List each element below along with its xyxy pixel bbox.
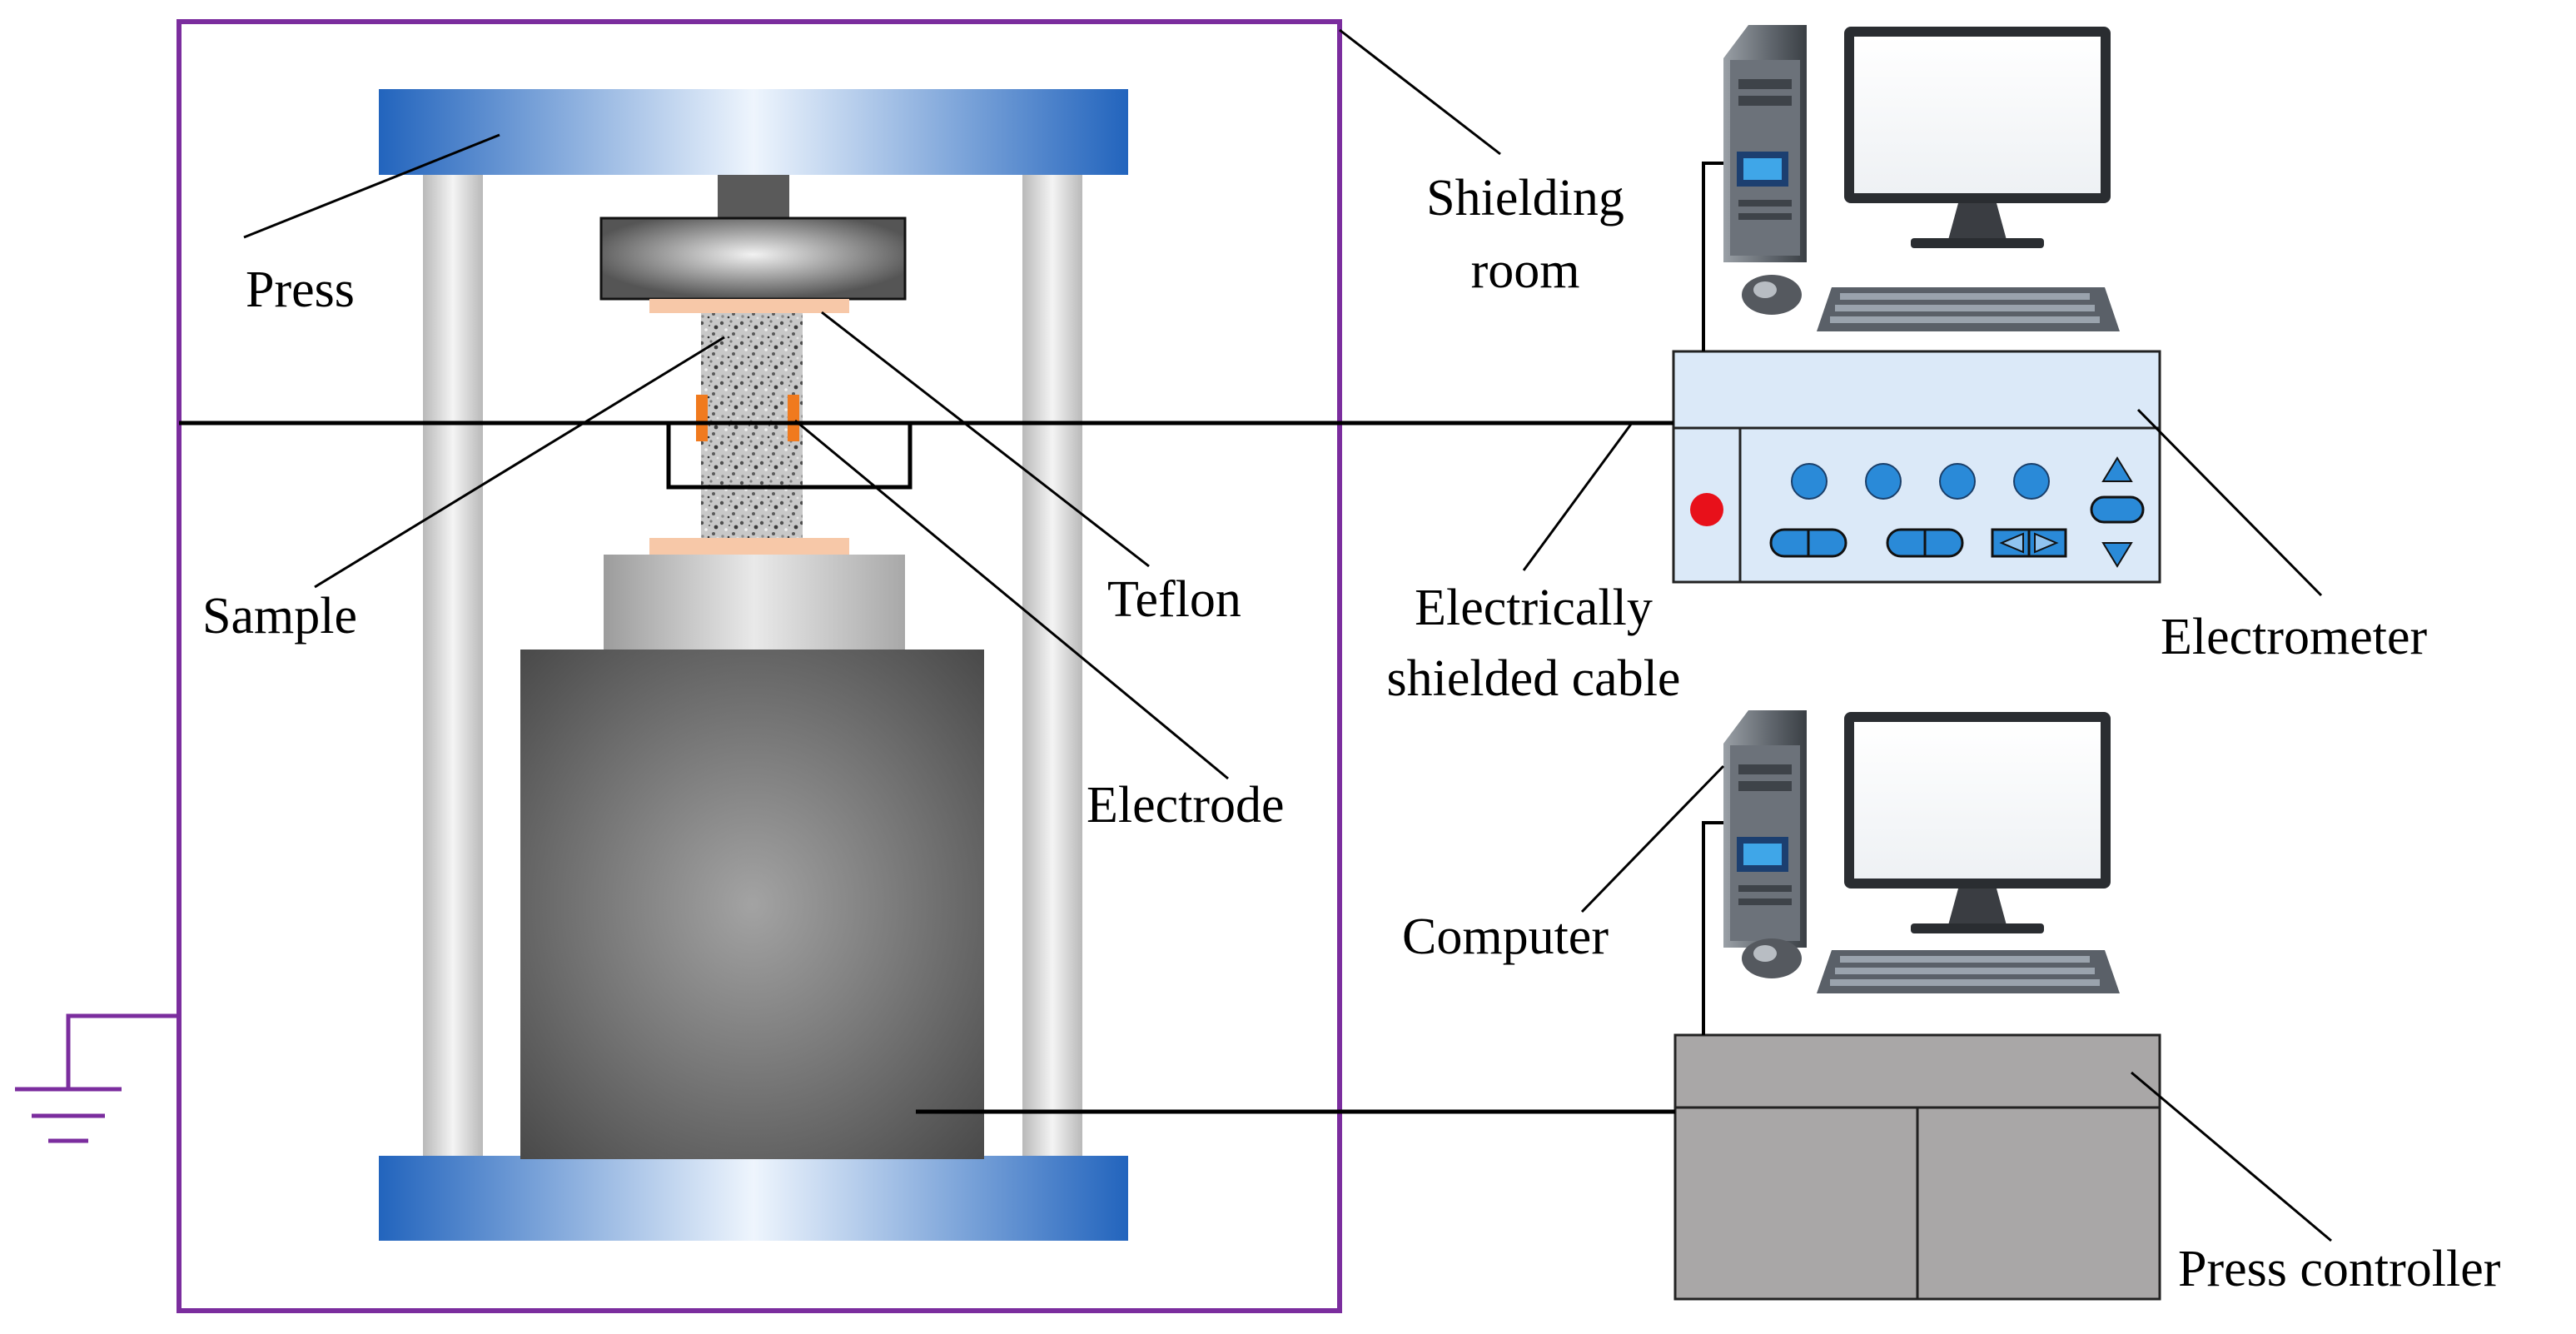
knob-4 (2013, 463, 2050, 500)
knob-1 (1791, 463, 1828, 500)
electrode-label: Electrode (1087, 777, 1285, 834)
computer-to-controller-cable (1702, 821, 1723, 1035)
knob-2 (1865, 463, 1902, 500)
shielding-room-label-line1: Shielding (1426, 170, 1624, 226)
electrometer-leader (2136, 408, 2323, 597)
lower-platen (604, 555, 905, 652)
left-electrode (696, 395, 708, 441)
electrode-leader (794, 419, 1229, 780)
sample-leader (314, 336, 725, 589)
right-electrode (788, 395, 799, 441)
connection-lines (179, 28, 2332, 1242)
press-label: Press (246, 261, 355, 318)
electrometer-top-panel (1672, 350, 2161, 430)
up-down-arrow-button-icon (2090, 456, 2145, 568)
keyboard-keys (1830, 293, 2100, 323)
right-column (1022, 171, 1082, 1170)
left-column (423, 171, 483, 1170)
press-machine (379, 89, 1128, 1241)
sample-label: Sample (202, 588, 357, 645)
upper-platen (599, 217, 907, 301)
shielding-room-label-line2: room (1471, 242, 1580, 299)
cable-label-line1: Electrically (1415, 580, 1653, 636)
press-controller-top (1673, 1033, 2161, 1109)
bottom-beam (379, 1156, 1128, 1241)
electrometer (1672, 350, 2161, 584)
labels: Press Shielding room Sample Teflon Elect… (202, 170, 2501, 1297)
press-leader (243, 133, 500, 239)
top-teflon-pad (649, 299, 849, 313)
desktop-computer-icon (1723, 25, 2120, 331)
upper-shaft (718, 175, 789, 218)
press-controller-label: Press controller (2178, 1241, 2501, 1297)
teflon-label: Teflon (1107, 571, 1241, 628)
shielding-room-box (177, 19, 1342, 1313)
keyboard-keys (1830, 956, 2100, 986)
computer-to-electrometer-cable (1702, 162, 1723, 351)
left-right-arrow-button-icon (1991, 528, 2067, 558)
switch-2 (1886, 528, 1964, 558)
knob-3 (1939, 463, 1976, 500)
computer-label: Computer (1402, 908, 1609, 965)
cable-label-line2: shielded cable (1387, 650, 1681, 707)
cable-leader (1522, 422, 1634, 571)
shielding-room-leader (1339, 28, 1501, 156)
power-indicator (1690, 493, 1723, 526)
switch-1 (1769, 528, 1847, 558)
top-beam (379, 89, 1128, 175)
teflon-leader (821, 311, 1150, 568)
electrode-holder (666, 423, 913, 490)
bottom-teflon-pad (649, 538, 849, 555)
press-controller (1673, 1033, 2161, 1301)
computer-leader (1580, 764, 1725, 913)
electrometer-front-panel (1672, 426, 2161, 584)
ground-symbol-icon (15, 1013, 179, 1143)
rock-sample (701, 313, 803, 538)
desktop-computer-icon (1723, 710, 2120, 993)
press-ram (520, 650, 984, 1159)
press-controller-leader (2131, 1071, 2332, 1242)
electrometer-label: Electrometer (2161, 609, 2427, 665)
